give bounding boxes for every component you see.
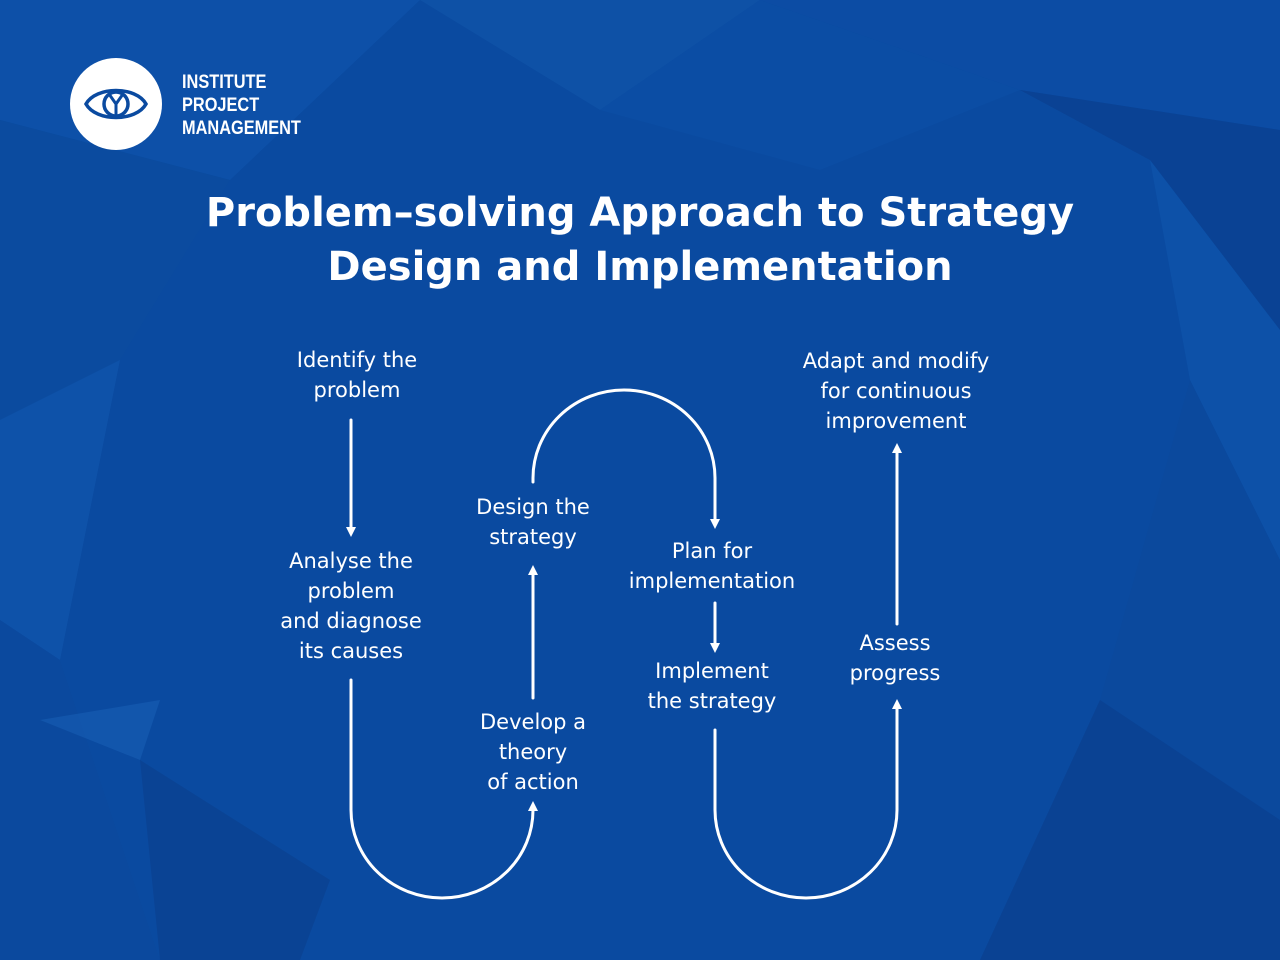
step-plan-implementation: Plan for implementation	[629, 536, 795, 596]
brand-name: INSTITUTE PROJECT MANAGEMENT	[182, 71, 301, 140]
step-line: its causes	[298, 639, 404, 663]
step-line: theory	[498, 740, 568, 764]
title-line-1: Problem–solving Approach to Strategy	[205, 190, 1075, 236]
step-assess-progress: Assess progress	[850, 628, 941, 688]
step-line: Adapt and modify	[802, 349, 990, 373]
arrow-implement-to-assess	[713, 699, 902, 900]
step-line: and diagnose	[280, 609, 422, 633]
step-line: progress	[849, 661, 941, 685]
step-implement-strategy: Implement the strategy	[648, 656, 777, 716]
step-line: for continuous	[820, 379, 972, 403]
brand-line: PROJECT	[182, 95, 260, 116]
title-line-2: Design and Implementation	[327, 244, 953, 290]
brand-line: MANAGEMENT	[182, 118, 301, 139]
step-adapt-modify: Adapt and modify for continuous improvem…	[803, 346, 990, 436]
step-line: improvement	[825, 409, 967, 433]
step-line: problem	[313, 378, 401, 402]
step-line: of action	[487, 770, 579, 794]
step-line: Identify the	[296, 348, 418, 372]
arrow-design-to-plan	[531, 388, 720, 529]
step-design-strategy: Design the strategy	[476, 492, 590, 552]
step-line: the strategy	[647, 689, 777, 713]
step-line: Implement	[655, 659, 769, 683]
step-line: Analyse the	[289, 549, 413, 573]
step-line: Develop a	[480, 710, 586, 734]
step-line: problem	[307, 579, 395, 603]
arrow-analyse-to-develop	[349, 678, 538, 900]
step-identify-problem: Identify the problem	[297, 345, 417, 405]
page-title: Problem–solving Approach to Strategy Des…	[0, 186, 1280, 294]
brand-line: INSTITUTE	[182, 72, 267, 93]
step-line: strategy	[489, 525, 577, 549]
eye-icon	[70, 58, 162, 150]
step-analyse-problem: Analyse the problem and diagnose its cau…	[280, 546, 422, 666]
step-line: Design the	[476, 495, 590, 519]
step-line: Plan for	[671, 539, 753, 563]
step-develop-theory: Develop a theory of action	[480, 707, 586, 797]
step-line: Assess	[859, 631, 931, 655]
step-line: implementation	[628, 569, 796, 593]
